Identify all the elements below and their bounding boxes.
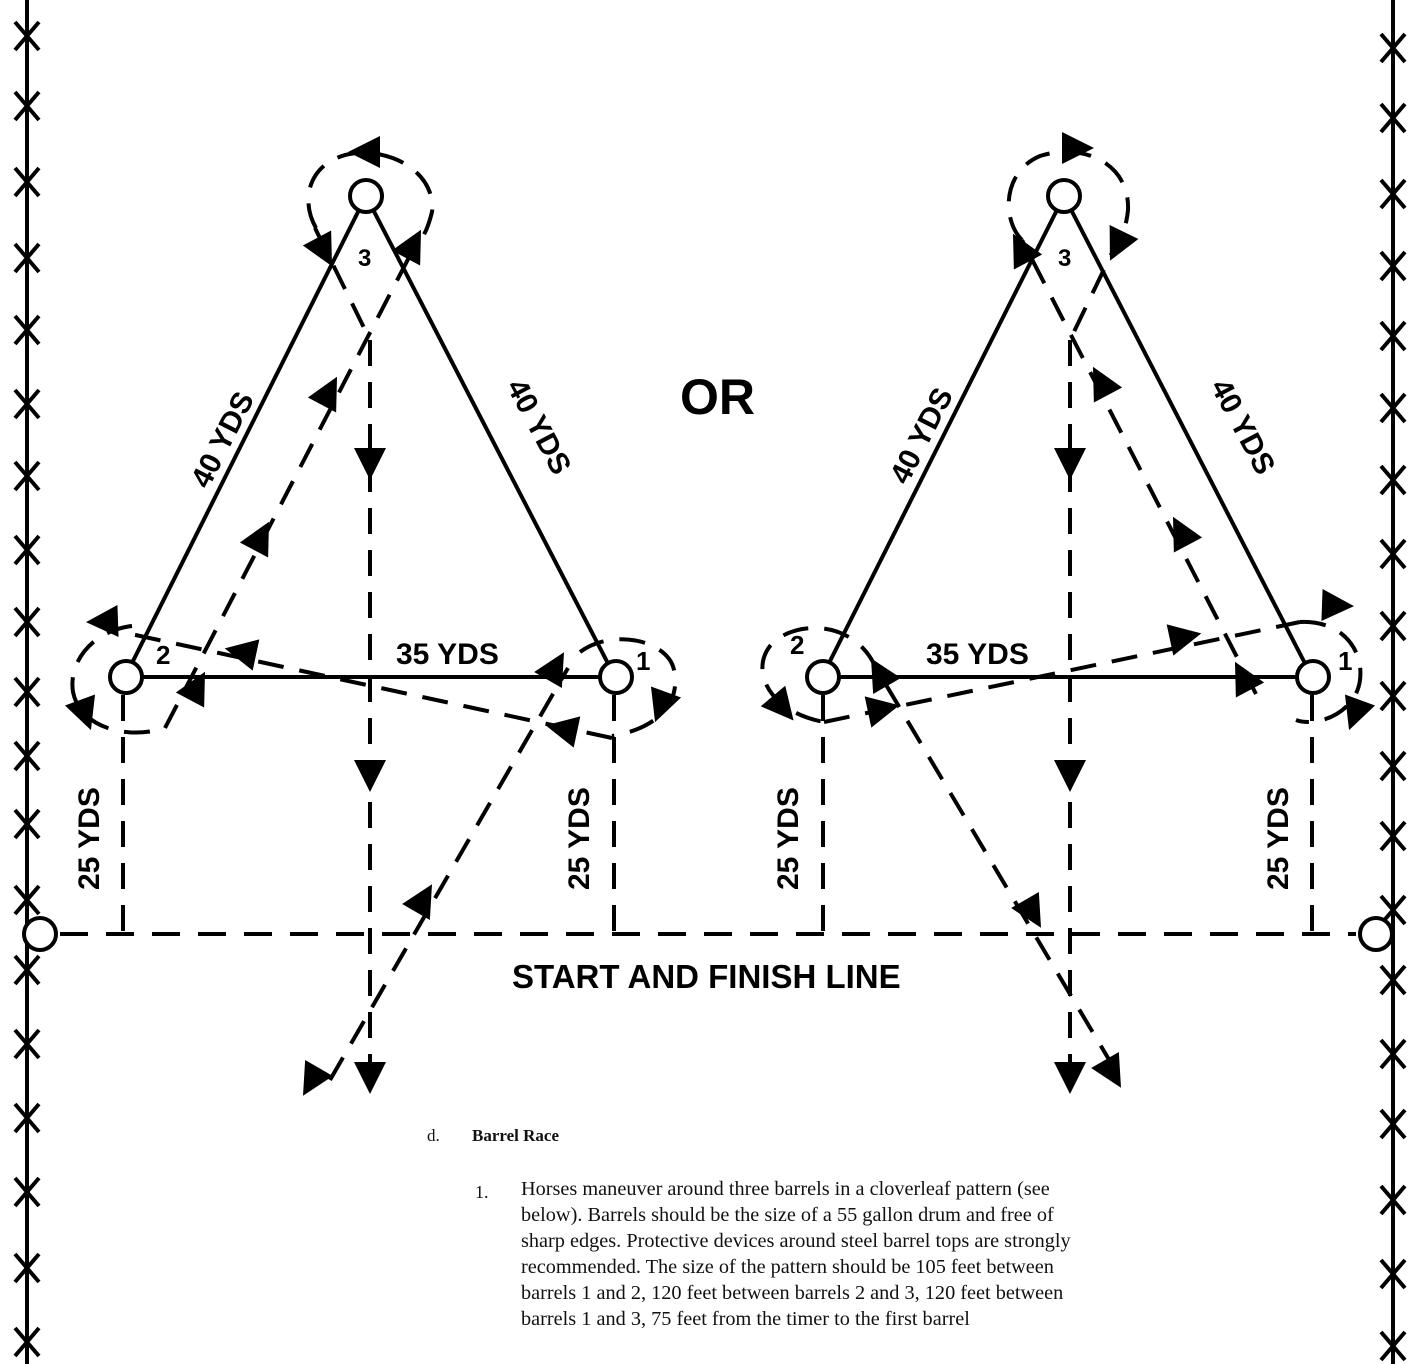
left-side-1-3-distance: 40 YDS	[500, 374, 577, 480]
left-barrel-3	[348, 178, 384, 214]
left-fence	[13, 0, 41, 1364]
right-pattern	[760, 132, 1376, 1096]
left-barrel-3-label: 3	[358, 245, 371, 272]
right-barrel-2	[805, 659, 841, 695]
left-barrel-1-to-line-distance: 25 YDS	[563, 787, 596, 890]
right-barrel-1-label: 1	[1338, 646, 1352, 676]
left-barrel-2	[108, 659, 144, 695]
left-pattern	[64, 136, 682, 1104]
or-label: OR	[680, 369, 755, 425]
right-barrel-2-label: 2	[790, 630, 804, 660]
start-finish-line	[22, 916, 1394, 952]
left-side-1-2-distance: 35 YDS	[396, 638, 499, 671]
left-barrel-2-to-line-distance: 25 YDS	[73, 787, 106, 890]
right-fence	[1379, 0, 1407, 1364]
left-barrel-1-label: 1	[636, 646, 650, 676]
right-side-1-3-distance: 40 YDS	[1204, 374, 1281, 480]
right-barrel-3	[1046, 178, 1082, 214]
right-side-1-2-distance: 35 YDS	[926, 638, 1029, 671]
left-timer-marker	[22, 916, 58, 952]
left-barrel-2-label: 2	[156, 640, 170, 670]
right-barrel-1	[1295, 659, 1331, 695]
left-barrel-1	[598, 659, 634, 695]
diagram-labels: 3 2 1 3 2 1 OR 40 YDS 40 YDS 35 YDS 25 Y…	[73, 245, 1352, 995]
right-side-2-3-distance: 40 YDS	[884, 383, 960, 490]
right-barrel-3-label: 3	[1058, 245, 1071, 272]
start-finish-label: START AND FINISH LINE	[512, 958, 901, 995]
right-barrel-1-to-line-distance: 25 YDS	[1262, 787, 1295, 890]
right-barrel-2-to-line-distance: 25 YDS	[772, 787, 805, 890]
right-timer-marker	[1358, 916, 1394, 952]
